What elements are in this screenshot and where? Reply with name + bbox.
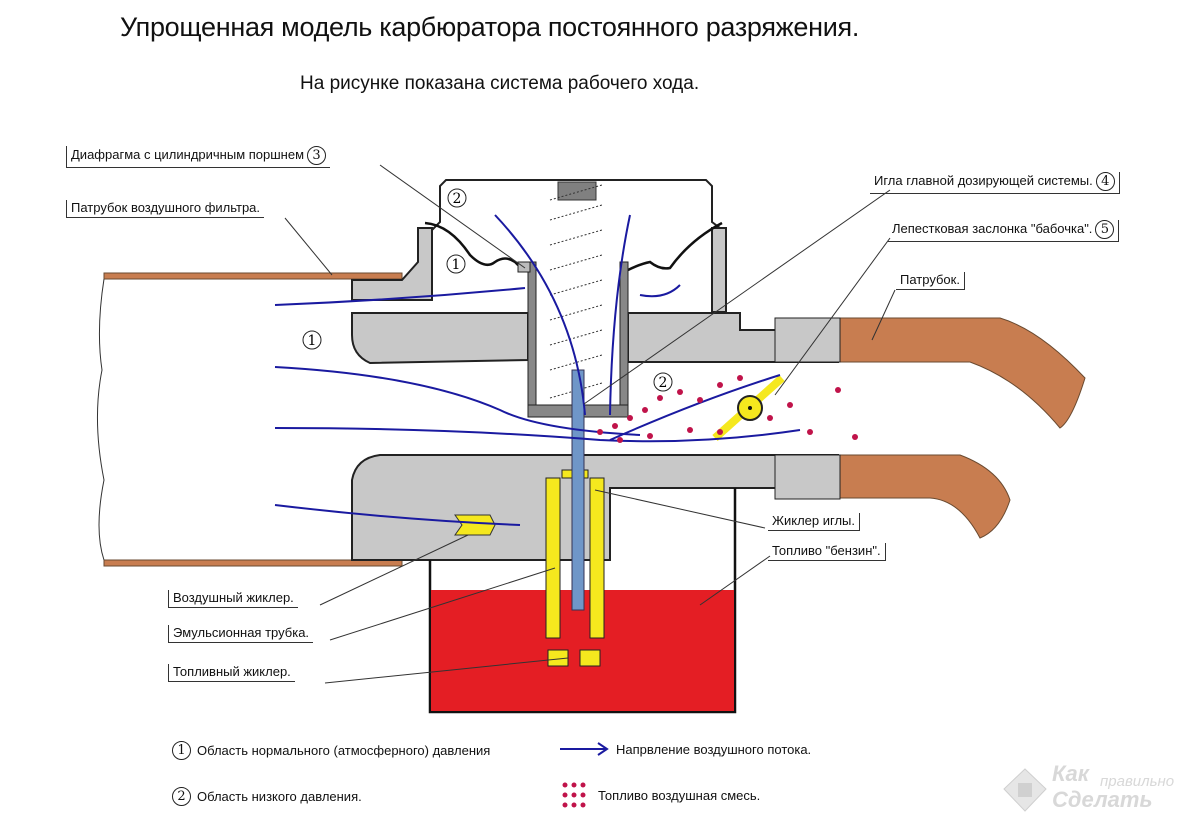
callout-throttle-text: Лепестковая заслонка "бабочка". bbox=[892, 221, 1093, 236]
callout-needle: Игла главной дозирующей системы.4 bbox=[870, 172, 1120, 194]
watermark-line2: правильно bbox=[1100, 773, 1175, 790]
callout-air-jet: Воздушный жиклер. bbox=[168, 590, 298, 608]
circled-number-icon: 5 bbox=[1095, 220, 1115, 239]
callout-needle-jet: Жиклер иглы. bbox=[768, 513, 861, 531]
svg-text:2: 2 bbox=[659, 375, 668, 391]
air-jet bbox=[454, 514, 496, 536]
callout-emulsion-tube: Эмульсионная трубка. bbox=[168, 625, 314, 643]
diaphragm bbox=[424, 221, 529, 272]
watermark-line3: Сделать bbox=[1052, 787, 1153, 812]
needle bbox=[571, 369, 585, 611]
zone-markers: 1 1 2 2 bbox=[302, 188, 673, 392]
legend-text: Область низкого давления. bbox=[197, 789, 362, 804]
legend-text: Область нормального (атмосферного) давле… bbox=[197, 743, 491, 758]
callout-needle-text: Игла главной дозирующей системы. bbox=[874, 173, 1093, 188]
callout-air-filter-pipe: Патрубок воздушного фильтра. bbox=[66, 200, 265, 218]
legend-text: Топливо воздушная смесь. bbox=[598, 787, 761, 803]
house-icon bbox=[1003, 768, 1047, 812]
callout-throttle: Лепестковая заслонка "бабочка".5 bbox=[888, 220, 1120, 242]
circled-number-icon: 1 bbox=[172, 741, 191, 760]
callout-diaphragm-text: Диафрагма с цилиндричным поршнем bbox=[71, 147, 305, 162]
legend-low-pressure: 2 Область низкого давления. bbox=[172, 787, 362, 806]
svg-text:1: 1 bbox=[308, 333, 317, 349]
airflow-arrows bbox=[274, 214, 801, 526]
outlet-pipe bbox=[774, 317, 1086, 539]
circled-number-icon: 4 bbox=[1095, 172, 1115, 191]
blue-arrow-icon bbox=[560, 742, 609, 756]
circled-number-icon: 2 bbox=[172, 787, 191, 806]
callout-fuel-jet: Топливный жиклер. bbox=[168, 664, 295, 682]
svg-text:2: 2 bbox=[453, 191, 462, 207]
leader-lines bbox=[284, 164, 896, 684]
dots-grid-icon bbox=[562, 782, 586, 808]
watermark-line1: Как bbox=[1052, 761, 1089, 786]
legend-airflow: Напрвление воздушного потока. bbox=[558, 741, 811, 757]
legend-mixture: Топливо воздушная смесь. bbox=[560, 780, 760, 810]
callout-fuel: Топливо "бензин". bbox=[768, 543, 886, 561]
air-filter-pipe bbox=[96, 272, 403, 567]
circled-number-icon: 3 bbox=[307, 146, 327, 165]
vacuum-chamber-cover bbox=[431, 179, 721, 231]
throttle-butterfly bbox=[712, 375, 785, 441]
emulsion-tube bbox=[545, 469, 605, 667]
legend-text: Напрвление воздушного потока. bbox=[616, 741, 812, 757]
fuel-air-mixture-dots bbox=[597, 375, 858, 443]
diagram-subtitle: На рисунке показана система рабочего ход… bbox=[300, 73, 700, 94]
watermark-logo: Как правильно Сделать bbox=[982, 759, 1192, 819]
diagram-title: Упрощенная модель карбюратора постоянног… bbox=[120, 12, 860, 42]
legend-normal-pressure: 1 Область нормального (атмосферного) дав… bbox=[172, 741, 490, 760]
svg-text:1: 1 bbox=[452, 257, 461, 273]
callout-pipe: Патрубок. bbox=[896, 272, 965, 290]
spring bbox=[549, 184, 603, 399]
